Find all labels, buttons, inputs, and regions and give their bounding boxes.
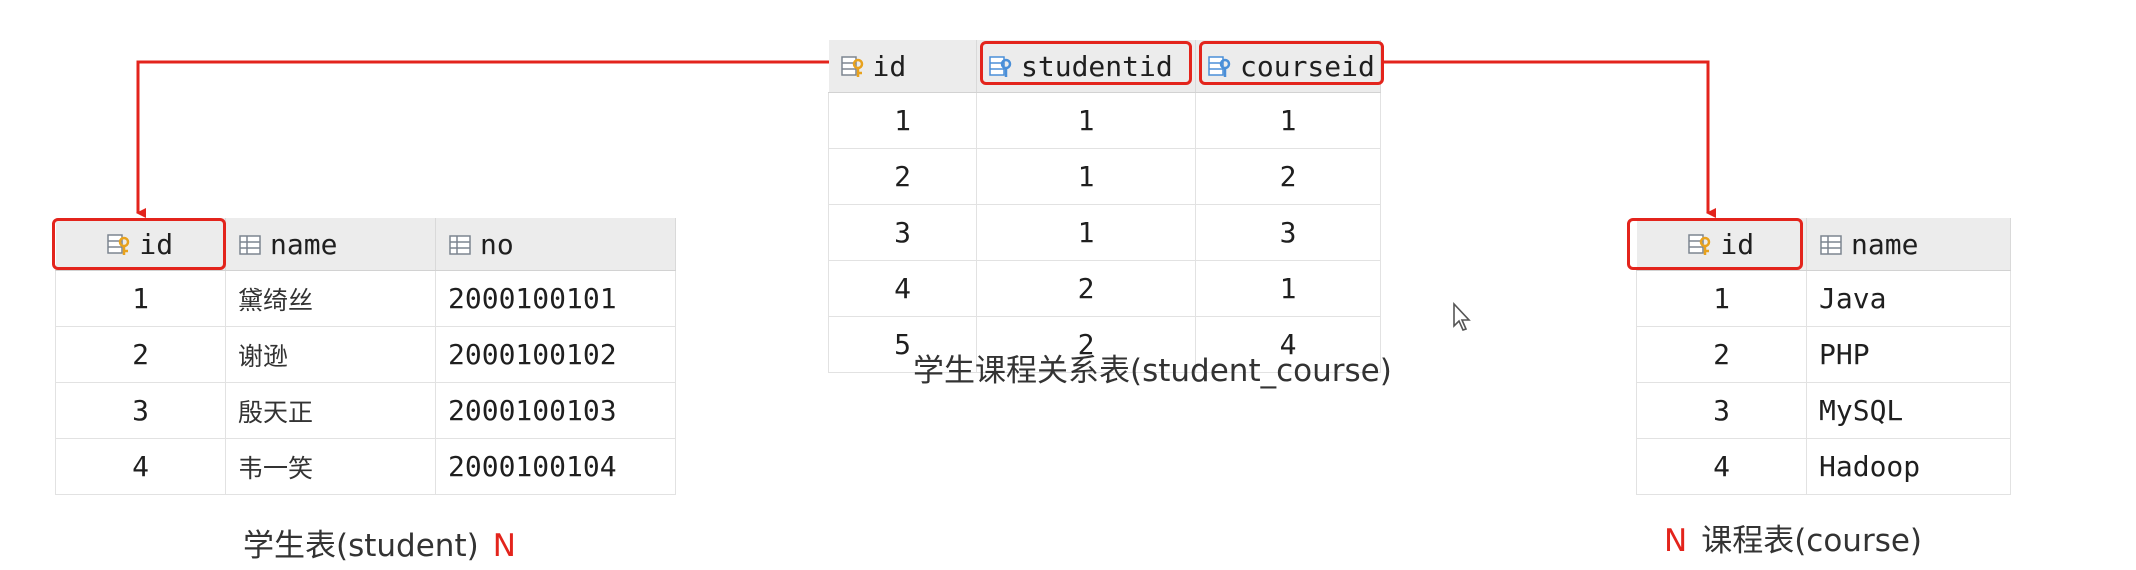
foreign-key-icon — [989, 56, 1012, 77]
column-header-id[interactable]: id — [1636, 218, 1807, 271]
column-header-id[interactable]: id — [828, 40, 977, 93]
cell-courseid: 4 — [1195, 316, 1381, 373]
course-caption-text: 课程表(course) — [1701, 523, 1923, 559]
cell-id: 4 — [1636, 438, 1807, 495]
cell-courseid: 2 — [1195, 148, 1381, 205]
course-caption: N 课程表(course) — [1664, 515, 1922, 560]
table-row[interactable]: 2 PHP — [1636, 326, 2011, 383]
table-row[interactable]: 1 Java — [1636, 270, 2011, 327]
cell-id: 3 — [828, 204, 977, 261]
table-row[interactable]: 4 2 1 — [828, 260, 1381, 317]
cell-id: 1 — [828, 92, 977, 149]
cell-name: 殷天正 — [225, 382, 436, 439]
column-label: no — [480, 228, 514, 262]
courseid-highlight-box — [1199, 41, 1384, 85]
cell-no: 2000100102 — [435, 326, 676, 383]
cell-name: MySQL — [1806, 382, 2011, 439]
column-label: courseid — [1240, 50, 1375, 84]
foreign-key-icon — [1208, 56, 1231, 77]
column-label: id — [139, 228, 174, 262]
studentid-to-student-id-arrow — [136, 60, 980, 218]
cell-courseid: 3 — [1195, 204, 1381, 261]
cell-id: 4 — [828, 260, 977, 317]
table-row[interactable]: 2 谢逊 2000100102 — [55, 326, 676, 383]
table-row[interactable]: 3 殷天正 2000100103 — [55, 382, 676, 439]
cell-courseid: 1 — [1195, 92, 1381, 149]
cell-no: 2000100101 — [435, 270, 676, 327]
cell-id: 2 — [55, 326, 226, 383]
cell-id: 4 — [55, 438, 226, 495]
primary-key-icon — [840, 56, 863, 77]
cell-no: 2000100104 — [435, 438, 676, 495]
cell-no: 2000100103 — [435, 382, 676, 439]
student-course-caption: 学生课程关系表(student_course) — [913, 353, 1392, 389]
table-row[interactable]: 4 Hadoop — [1636, 438, 2011, 495]
cell-id: 5 — [828, 316, 977, 373]
table-row[interactable]: 4 韦一笑 2000100104 — [55, 438, 676, 495]
student-caption: 学生表(student) N — [243, 520, 516, 565]
primary-key-icon — [107, 234, 130, 255]
mouse-cursor-icon — [1453, 302, 1471, 331]
cell-studentid: 1 — [976, 148, 1196, 205]
student-course-table: id studentid courseid — [828, 40, 1381, 373]
table-row[interactable]: 2 1 2 — [828, 148, 1381, 205]
cell-name: 黛绮丝 — [225, 270, 436, 327]
column-icon — [449, 235, 471, 255]
cell-id: 3 — [55, 382, 226, 439]
column-icon — [239, 235, 261, 255]
table-row[interactable]: 3 1 3 — [828, 204, 1381, 261]
courseid-to-course-id-arrow — [1384, 60, 1716, 218]
cell-id: 1 — [55, 270, 226, 327]
cell-courseid: 1 — [1195, 260, 1381, 317]
cell-studentid: 1 — [976, 204, 1196, 261]
table-row[interactable]: 1 1 1 — [828, 92, 1381, 149]
column-header-no[interactable]: no — [435, 218, 676, 271]
cell-id: 1 — [1636, 270, 1807, 327]
student-id-highlight-box — [52, 218, 226, 270]
cell-name: 韦一笑 — [225, 438, 436, 495]
column-label: name — [1851, 228, 1919, 262]
table-row[interactable]: 1 黛绮丝 2000100101 — [55, 270, 676, 327]
column-header-name[interactable]: name — [225, 218, 436, 271]
cell-studentid: 2 — [976, 316, 1196, 373]
cell-name: Java — [1806, 270, 2011, 327]
column-label: studentid — [1021, 50, 1173, 84]
column-icon — [1820, 235, 1842, 255]
table-row[interactable]: 5 2 4 — [828, 316, 1381, 373]
cardinality-n-course: N — [1664, 523, 1688, 559]
cell-studentid: 2 — [976, 260, 1196, 317]
cell-id: 3 — [1636, 382, 1807, 439]
cell-name: 谢逊 — [225, 326, 436, 383]
cell-name: Hadoop — [1806, 438, 2011, 495]
cardinality-n-student: N — [492, 528, 516, 564]
table-header-row: id name — [1636, 218, 2011, 271]
column-header-name[interactable]: name — [1806, 218, 2011, 271]
student-caption-text: 学生表(student) — [243, 528, 479, 564]
course-table: id name 1 Java 2 PHP 3 MySQL 4 — [1636, 218, 2011, 495]
column-label: id — [1720, 228, 1755, 262]
course-id-highlight-box — [1627, 218, 1803, 270]
studentid-highlight-box — [980, 41, 1192, 85]
primary-key-icon — [1688, 234, 1711, 255]
table-row[interactable]: 3 MySQL — [1636, 382, 2011, 439]
table-header-row: id name no — [55, 218, 676, 271]
column-header-id[interactable]: id — [55, 218, 226, 271]
column-label: id — [872, 50, 907, 84]
cell-name: PHP — [1806, 326, 2011, 383]
column-label: name — [270, 228, 338, 262]
cell-studentid: 1 — [976, 92, 1196, 149]
cell-id: 2 — [1636, 326, 1807, 383]
student-table: id name no 1 黛绮 — [55, 218, 676, 495]
cell-id: 2 — [828, 148, 977, 205]
